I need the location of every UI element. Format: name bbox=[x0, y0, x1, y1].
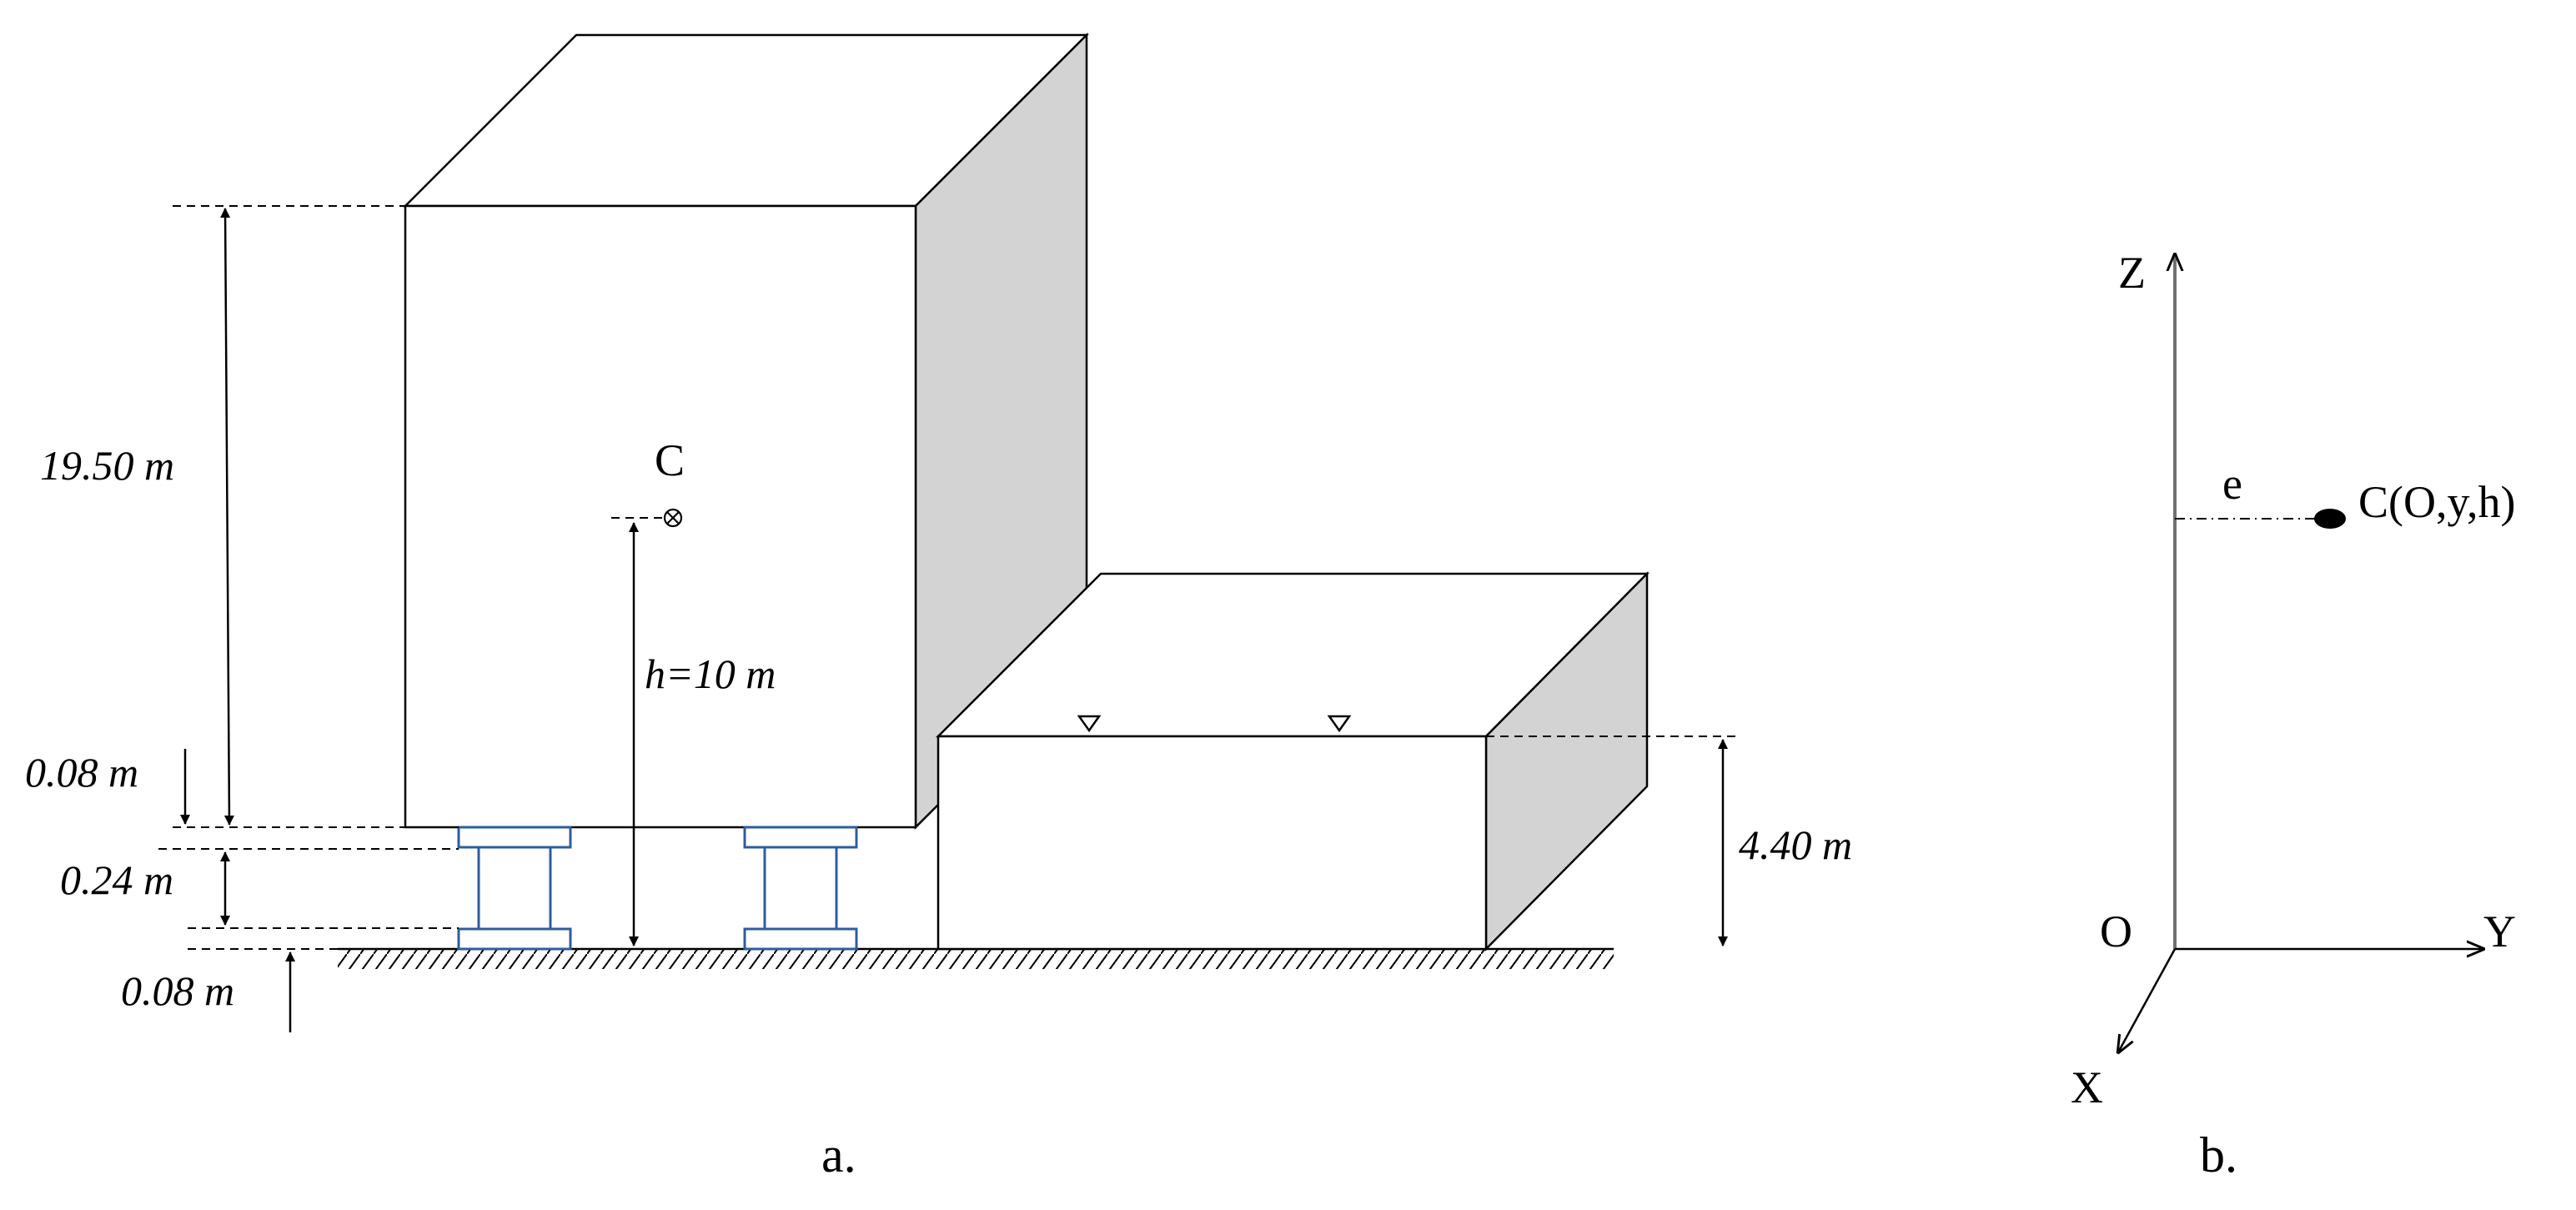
x-axis-label: X bbox=[2071, 1062, 2103, 1112]
water-level-marker bbox=[1077, 715, 1102, 733]
water-tank bbox=[935, 570, 1650, 952]
z-axis-label: Z bbox=[2118, 248, 2146, 298]
bearing-core-label: 0.24 m bbox=[60, 856, 173, 903]
panel-b-caption: b. bbox=[2200, 1127, 2237, 1182]
water-level-marker bbox=[1327, 715, 1352, 733]
eccentricity-label: e bbox=[2222, 459, 2242, 509]
center-mass-point bbox=[2314, 509, 2346, 529]
tank-height-label: 4.40 m bbox=[1739, 821, 1852, 868]
dimension-leaders bbox=[158, 205, 1739, 950]
center-mass-label: C bbox=[655, 435, 685, 485]
top-plate-label: 0.08 m bbox=[25, 749, 138, 796]
cm-height-label: h=10 m bbox=[645, 650, 776, 697]
panel-a-caption: a. bbox=[821, 1127, 856, 1182]
isolation-bearing bbox=[457, 826, 572, 951]
y-axis-label: Y bbox=[2483, 906, 2516, 956]
building-height-arrow bbox=[220, 208, 234, 826]
center-mass-symbol bbox=[663, 508, 683, 528]
x-axis bbox=[2118, 948, 2177, 1052]
building-height-label: 19.50 m bbox=[40, 442, 174, 489]
center-mass-coord-label: C(O,y,h) bbox=[2358, 477, 2515, 527]
ground bbox=[338, 947, 1614, 969]
panel-a: 19.50 m 0.08 m 0.24 m 0.08 m C h=10 m 4.… bbox=[25, 32, 1852, 1182]
panel-b: Z Y X O e C(O,y,h) b. bbox=[2071, 248, 2516, 1182]
origin-label: O bbox=[2100, 906, 2132, 956]
bottom-plate-label: 0.08 m bbox=[121, 967, 234, 1014]
isolation-bearing bbox=[743, 826, 858, 951]
